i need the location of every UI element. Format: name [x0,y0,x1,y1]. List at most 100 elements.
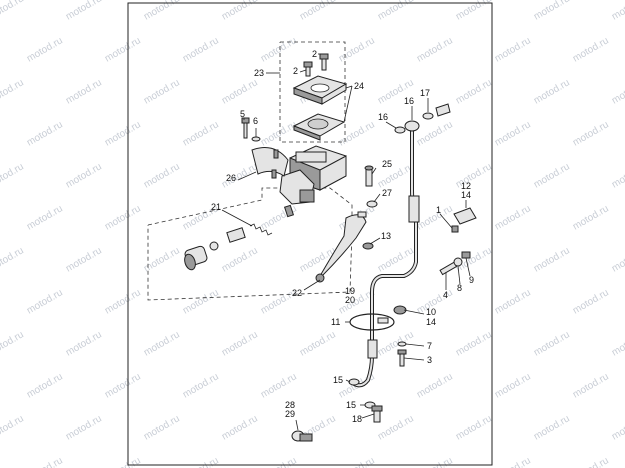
watermark-text: motod.ru [0,161,26,190]
label-24: 24 [354,81,364,91]
screw-2-left [303,61,313,77]
label-20: 20 [345,295,355,305]
screw-2-top [319,53,329,71]
clamp-bolt [241,117,250,139]
diagram-frame [127,2,493,466]
watermark-text: motod.ru [337,119,377,148]
brake-line [353,122,420,388]
watermark-text: motod.ru [220,77,260,106]
lever-assembly-outline [147,187,353,301]
watermark-text: motod.ru [64,0,104,23]
watermark-text: motod.ru [25,371,65,400]
label-11: 11 [331,317,340,327]
watermark-text: motod.ru [259,371,299,400]
label-15a: 15 [333,375,343,385]
watermark-text: motod.ru [103,119,143,148]
watermark-text: motod.ru [610,245,625,274]
watermark-text: motod.ru [259,119,299,148]
label-25: 25 [382,159,392,169]
watermark-text: motod.ru [376,329,416,358]
watermark-text: motod.ru [415,203,455,232]
clamp-washer [251,136,261,142]
label-2b: 2 [293,66,298,76]
watermark-text: motod.ru [142,329,182,358]
label-23: 23 [254,68,264,78]
watermark-text: motod.ru [64,329,104,358]
watermark-text: motod.ru [415,371,455,400]
label-2a: 2 [312,49,317,59]
watermark-text: motod.ru [571,287,611,316]
watermark-text: motod.ru [103,371,143,400]
watermark-text: motod.ru [493,35,533,64]
watermark-text: motod.ru [493,371,533,400]
watermark-text: motod.ru [64,161,104,190]
watermark-text: motod.ru [64,413,104,442]
callout-labels: 1 2 2 3 4 5 6 7 8 9 10 11 12 13 14 14 15… [211,49,474,424]
watermark-text: motod.ru [454,329,494,358]
label-1: 1 [436,205,441,215]
watermark-text: motod.ru [493,287,533,316]
watermark-text: motod.ru [25,35,65,64]
leader-lines [221,53,471,431]
watermark-text: motod.ru [0,329,26,358]
watermark-text: motod.ru [376,413,416,442]
bolt-3 [397,349,407,367]
watermark-text: motod.ru [532,413,572,442]
banjo-bolt-18 [371,405,383,423]
watermark-text: motod.ru [0,413,26,442]
watermark-text: motod.ru [64,245,104,274]
watermark-text: motod.ru [298,329,338,358]
watermark-text: motod.ru [532,77,572,106]
label-15b: 15 [346,400,356,410]
watermark-text: motod.ru [0,0,26,23]
watermark-text: motod.ru [337,455,377,468]
label-19: 19 [345,286,355,296]
piston-assembly [184,204,295,271]
upper-banjo [394,103,451,134]
watermark-text: motod.ru [142,413,182,442]
watermark-text: motod.ru [0,245,26,274]
watermark-text: motod.ru [532,245,572,274]
washer-7 [397,341,407,347]
watermark-text: motod.ru [25,287,65,316]
watermark-text: motod.ru [610,413,625,442]
watermark-text: motod.ru [454,77,494,106]
reservoir-cover-outline [279,41,346,143]
watermark-text: motod.ru [0,77,26,106]
reservoir-cover [292,75,348,105]
watermark-text: motod.ru [571,119,611,148]
label-12: 12 [461,181,471,191]
label-13: 13 [381,231,391,241]
label-8: 8 [457,283,462,293]
switch-connector [451,207,477,233]
watermark-text: motod.ru [103,35,143,64]
watermark-text: motod.ru [454,413,494,442]
watermark-text: motod.ru [532,0,572,23]
label-4: 4 [443,290,448,300]
watermark-text: motod.ru [25,119,65,148]
label-27: 27 [382,188,392,198]
watermark-text: motod.ru [415,119,455,148]
washer-15a [348,378,360,386]
watermark-text: motod.ru [415,35,455,64]
watermark-text: motod.ru [181,455,221,468]
pivot-nut [366,200,378,208]
label-16a: 16 [378,112,388,122]
watermark-text: motod.ru [181,119,221,148]
watermark-text: motod.ru [220,413,260,442]
watermark-text: motod.ru [493,455,533,468]
label-28: 28 [285,400,295,410]
watermark-text: motod.ru [25,203,65,232]
label-29: 29 [285,409,295,419]
label-18: 18 [352,414,362,424]
label-26: 26 [226,173,236,183]
watermark-text: motod.ru [181,287,221,316]
master-cylinder-body [279,145,347,205]
watermark-text: motod.ru [493,203,533,232]
watermark-text: motod.ru [493,119,533,148]
label-7: 7 [427,341,432,351]
watermark-text: motod.ru [181,371,221,400]
label-5: 5 [240,109,245,119]
